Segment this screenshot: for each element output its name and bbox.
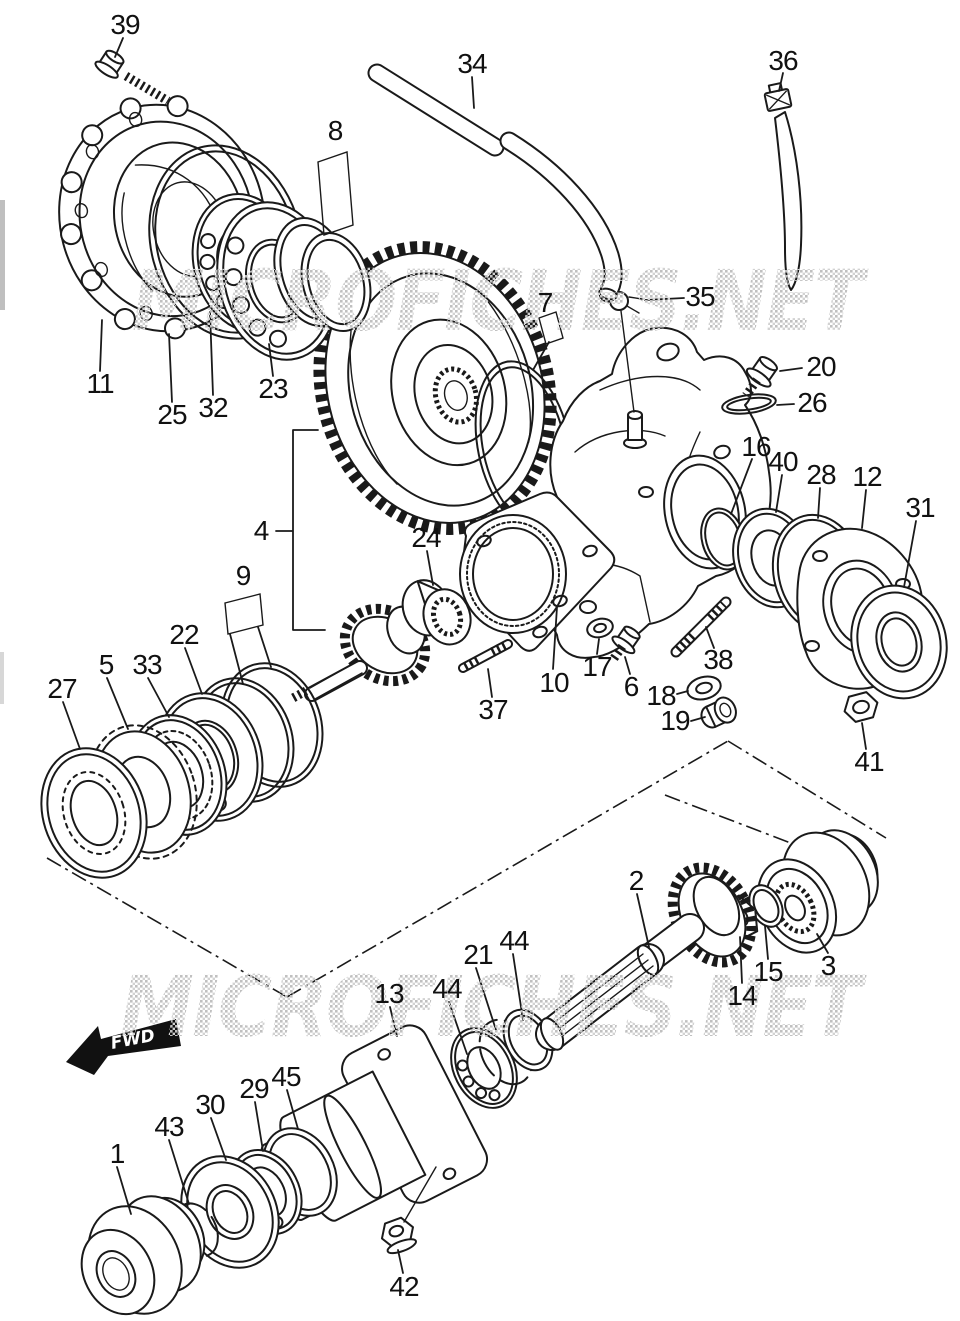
part-8-oil-seals	[273, 217, 372, 333]
part-callout-10: 10	[539, 667, 569, 698]
part-callout-9: 9	[235, 560, 252, 591]
part-callout-28: 28	[806, 459, 836, 490]
part-callout-34: 34	[457, 48, 487, 79]
part-callout-15: 15	[753, 956, 783, 987]
part-callout-36: 36	[768, 45, 798, 76]
callout-leader-lines	[62, 37, 917, 1274]
part-callout-11: 11	[86, 368, 114, 399]
part-callout-16: 16	[741, 431, 771, 462]
part-44-bearing-left	[450, 1027, 518, 1109]
part-2-output-shaft	[535, 862, 757, 1051]
part-20-filler-bolt	[742, 356, 778, 399]
scan-artifacts	[0, 200, 5, 704]
part-callout-44: 44	[499, 925, 529, 956]
part-callout-14: 14	[727, 980, 757, 1011]
part-callout-33: 33	[132, 649, 162, 680]
part-41-nut	[843, 691, 879, 723]
part-callout-17: 17	[582, 651, 612, 682]
part-gear-case-housing	[548, 326, 772, 659]
part-callout-41: 41	[854, 746, 884, 777]
part-10-bearing-case	[459, 491, 616, 652]
part-callout-20: 20	[806, 351, 836, 382]
part-callout-32: 32	[198, 392, 228, 423]
part-31-oil-seal	[850, 584, 948, 700]
part-42-nut	[380, 1216, 417, 1255]
part-callout-18: 18	[646, 680, 676, 711]
part-callout-2: 2	[628, 865, 645, 896]
part-3-coupling	[756, 829, 879, 954]
watermarks: MICROFICHES.NET MICROFICHES.NET	[120, 252, 871, 1056]
part-callout-19: 19	[660, 705, 690, 736]
part-1-coupling-damper	[80, 1195, 206, 1316]
part-callout-31: 31	[905, 492, 935, 523]
part-38-stud-bolt	[670, 596, 732, 658]
part-callout-12: 12	[852, 461, 882, 492]
part-callout-45: 45	[271, 1061, 301, 1092]
part-callout-6: 6	[623, 671, 640, 702]
part-callout-3: 3	[820, 950, 837, 981]
part-27-lock-ring	[40, 747, 148, 879]
part-37-stud-bolt	[458, 639, 513, 673]
part-callout-39: 39	[110, 9, 140, 40]
part-callout-27: 27	[47, 673, 77, 704]
part-callout-24: 24	[411, 522, 441, 553]
part-callout-35: 35	[685, 281, 715, 312]
part-callout-37: 37	[478, 694, 508, 725]
part-callout-42: 42	[389, 1271, 419, 1302]
part-callout-26: 26	[797, 387, 827, 418]
part-callout-44: 44	[432, 973, 462, 1004]
part-callout-5: 5	[98, 649, 115, 680]
watermark-bottom: MICROFICHES.NET	[120, 958, 867, 1056]
part-39-bolt	[94, 49, 171, 105]
watermark-top: MICROFICHES.NET	[132, 252, 869, 350]
part-26-o-ring	[721, 393, 777, 415]
part-17-washer	[586, 617, 614, 639]
part-callout-38: 38	[703, 644, 733, 675]
part-callout-30: 30	[195, 1089, 225, 1120]
part-callout-13: 13	[374, 978, 404, 1009]
nut-42-to-flange-line	[403, 1166, 437, 1223]
part-callout-8: 8	[327, 115, 344, 146]
part-36-oil-level-gauge	[763, 82, 803, 291]
part-callout-7: 7	[537, 287, 554, 318]
part-callout-21: 21	[463, 939, 493, 970]
part-callout-4: 4	[253, 515, 270, 546]
part-callout-25: 25	[157, 399, 187, 430]
part-callout-40: 40	[768, 446, 798, 477]
part-callout-22: 22	[169, 619, 199, 650]
part-24-needle-bearing	[401, 579, 472, 646]
part-callout-43: 43	[154, 1111, 184, 1142]
part-callout-29: 29	[239, 1073, 269, 1104]
part-callout-1: 1	[109, 1138, 126, 1169]
part-callout-23: 23	[258, 373, 288, 404]
part-19-drain-plug	[700, 696, 737, 729]
part-6-flange-bolt	[609, 625, 641, 662]
part-34-breather-tube	[367, 63, 623, 303]
part-18-gasket-washer	[686, 675, 722, 701]
